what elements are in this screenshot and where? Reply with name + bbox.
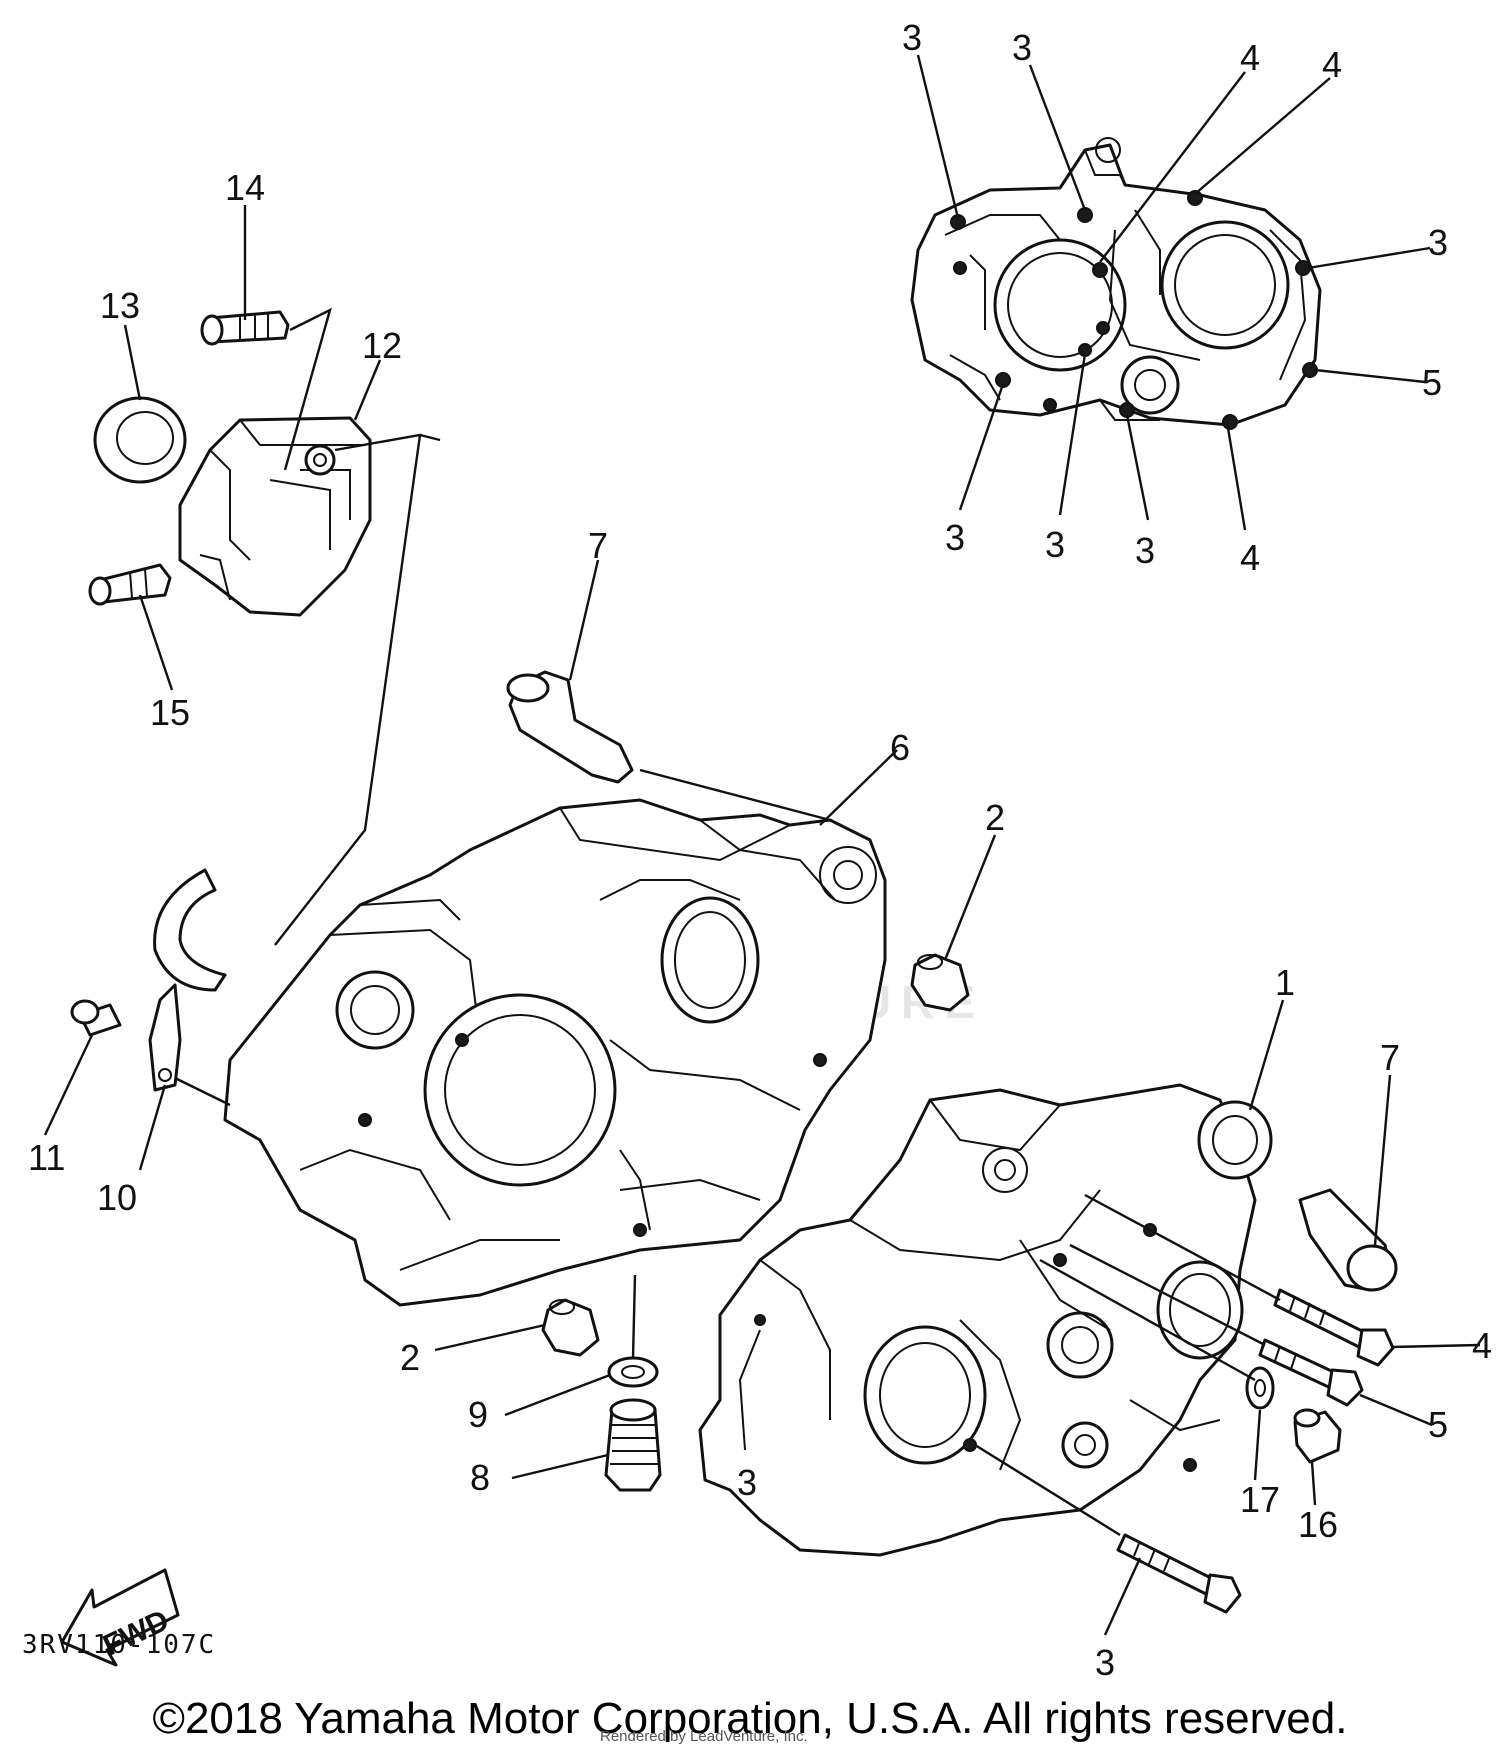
callout-3h: 3 — [737, 1462, 757, 1503]
callout-15: 15 — [150, 692, 190, 733]
callout-13: 13 — [100, 285, 140, 326]
right-crankcase-drawing — [698, 1083, 1273, 1557]
callout-3a: 3 — [902, 17, 922, 58]
callout-3e: 3 — [1045, 524, 1065, 565]
diagram-code: 3RV110-107C — [22, 1630, 217, 1660]
callout-2b: 2 — [400, 1337, 420, 1378]
crankcase-inset-drawing — [910, 137, 1322, 430]
callout-11: 11 — [28, 1137, 65, 1178]
callout-3b: 3 — [1012, 27, 1032, 68]
callout-17: 17 — [1240, 1479, 1280, 1520]
left-crankcase-drawing — [70, 798, 887, 1307]
rendered-by-note: Rendered by LeadVenture, Inc. — [600, 1728, 808, 1745]
callout-16: 16 — [1298, 1504, 1338, 1545]
callout-3g: 3 — [1095, 1642, 1115, 1683]
callout-3f: 3 — [1135, 530, 1155, 571]
callout-6: 6 — [890, 727, 910, 768]
callout-4a: 4 — [1240, 37, 1260, 78]
callout-5a: 5 — [1422, 362, 1442, 403]
callout-7b: 7 — [1380, 1037, 1400, 1078]
callout-4b: 4 — [1322, 44, 1342, 85]
callout-4d: 4 — [1472, 1325, 1492, 1366]
callout-3d: 3 — [945, 517, 965, 558]
callout-14: 14 — [225, 167, 265, 208]
callout-2a: 2 — [985, 797, 1005, 838]
callout-12: 12 — [362, 325, 402, 366]
loose-parts-drawing — [60, 670, 1398, 1667]
callout-5b: 5 — [1428, 1404, 1448, 1445]
callout-3c: 3 — [1428, 222, 1448, 263]
callout-10: 10 — [97, 1177, 137, 1218]
copyright-notice: ©2018 Yamaha Motor Corporation, U.S.A. A… — [152, 1694, 1348, 1743]
callout-8: 8 — [470, 1457, 490, 1498]
callout-9: 9 — [468, 1394, 488, 1435]
callout-7a: 7 — [588, 525, 608, 566]
callout-1: 1 — [1275, 962, 1295, 1003]
leader-lines — [43, 54, 1481, 1636]
callout-4c: 4 — [1240, 537, 1260, 578]
